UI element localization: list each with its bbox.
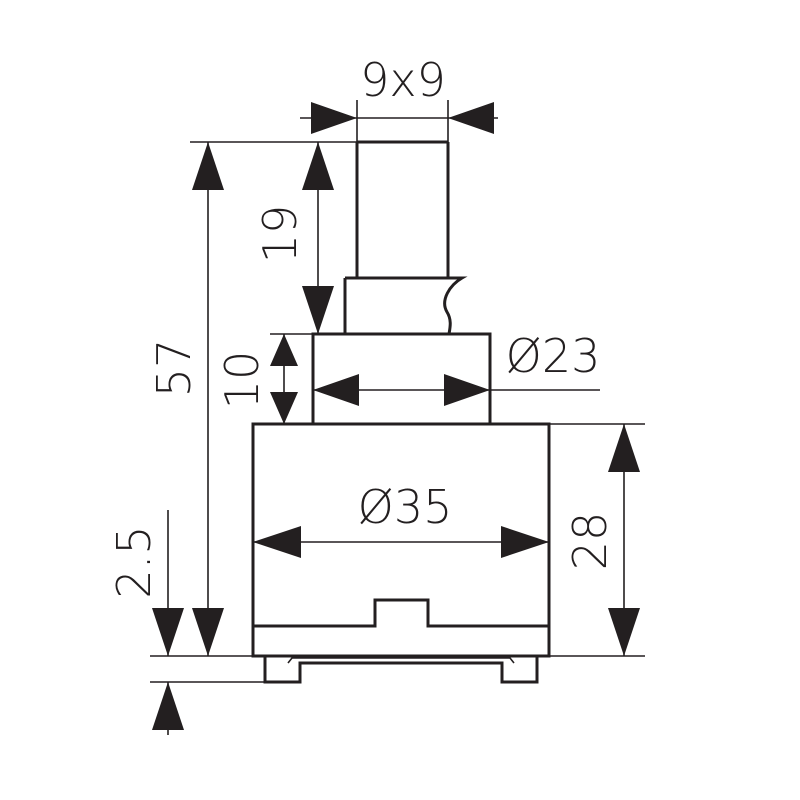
- stem-outline: [355, 140, 450, 278]
- dim-foot-offset-label: 2.5: [107, 525, 161, 598]
- part-outline: [251, 140, 551, 684]
- body-outline: [251, 422, 551, 658]
- dim-stem-height: 19: [253, 142, 334, 334]
- dim-collar-height: 10: [215, 334, 298, 424]
- dim-collar-height-label: 10: [215, 351, 269, 410]
- dim-collar-diameter: Ø23: [313, 329, 600, 406]
- dim-stem-height-label: 19: [253, 205, 307, 264]
- dim-stem-section-label: 9x9: [360, 53, 446, 107]
- dim-total-height-label: 57: [147, 339, 201, 398]
- dim-body-height: 28: [563, 424, 640, 656]
- base-outline: [263, 656, 539, 684]
- stem-base-outline: [343, 276, 468, 335]
- collar-outline: [311, 332, 492, 426]
- dim-body-height-label: 28: [563, 512, 617, 571]
- dim-total-height: 57: [147, 142, 224, 656]
- dim-collar-diameter-label: Ø23: [506, 329, 601, 383]
- dim-body-diameter: Ø35: [253, 480, 549, 558]
- base-seal-line: [287, 657, 515, 664]
- dim-foot-offset: 2.5: [107, 510, 184, 735]
- dim-body-diameter-label: Ø35: [358, 480, 453, 534]
- extension-lines: [150, 100, 645, 683]
- body-bottom-line: [253, 598, 549, 628]
- dim-stem-section: 9x9: [300, 53, 498, 134]
